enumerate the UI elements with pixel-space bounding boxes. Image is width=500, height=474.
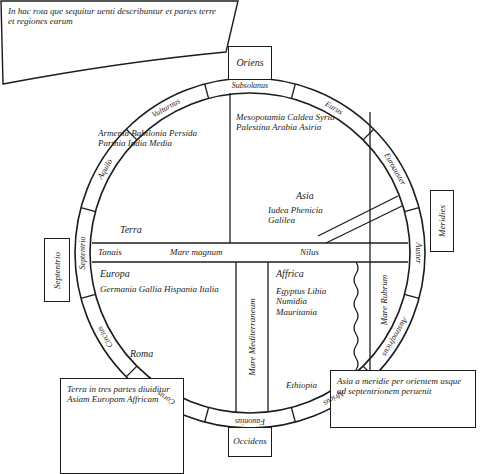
note-text: Asia a meridie per orientem usque ad sep… xyxy=(331,371,475,402)
cardinal-tab: Oriens xyxy=(228,46,272,80)
region-name: Terra xyxy=(120,224,142,236)
region-name: Nilus xyxy=(300,247,319,257)
cardinal-name: Oriens xyxy=(229,47,271,69)
note-text: In hac rota que sequitur uenti describun… xyxy=(0,0,240,27)
region-name: Mare Rubrum xyxy=(379,275,389,325)
wind-name: Subsolanus xyxy=(232,81,268,90)
region-name: Armenia Babilonia Persida Parthia India … xyxy=(98,128,218,149)
wind-name: Auster xyxy=(413,243,422,264)
region-name: Germania Gallia Hispania Italia xyxy=(100,284,220,294)
wind-name: Aquilo xyxy=(96,158,115,181)
inner-ring xyxy=(90,93,410,413)
cardinal-name: Meridies xyxy=(437,205,447,237)
region-name: Iudea Phenicia Galilea xyxy=(268,205,348,226)
cardinal-tab: Occidens xyxy=(228,427,272,457)
wind-name: Fauonius xyxy=(235,416,265,425)
wind-name: Septentrio xyxy=(78,237,87,270)
continent-divisions xyxy=(92,93,408,412)
cardinal-name: Occidens xyxy=(229,428,271,446)
region-name: Europa xyxy=(100,268,130,280)
region-name: Egyptus Libia Numidia Mauritania xyxy=(276,286,350,317)
region-name: Mare Mediterraneum xyxy=(247,298,257,375)
region-name: Roma xyxy=(130,348,153,360)
note-box: Asia a meridie per orientem usque ad sep… xyxy=(330,370,476,428)
region-name: Ethiopia xyxy=(286,380,317,390)
region-name: Asia xyxy=(296,190,314,202)
cardinal-tab: Meridies xyxy=(430,190,454,252)
cardinal-name: Septentrio xyxy=(52,252,62,289)
region-name: Mesopotamia Caldea Syria Palestina Arabi… xyxy=(236,112,354,133)
region-name: Affrica xyxy=(276,268,304,280)
region-name: Mare magnum xyxy=(170,247,222,257)
cardinal-tab: Septentrio xyxy=(44,238,70,302)
region-name: Tanais xyxy=(98,247,122,257)
wind-name: Circius xyxy=(95,324,115,349)
note-box: In hac rota que sequitur uenti describun… xyxy=(0,0,240,86)
